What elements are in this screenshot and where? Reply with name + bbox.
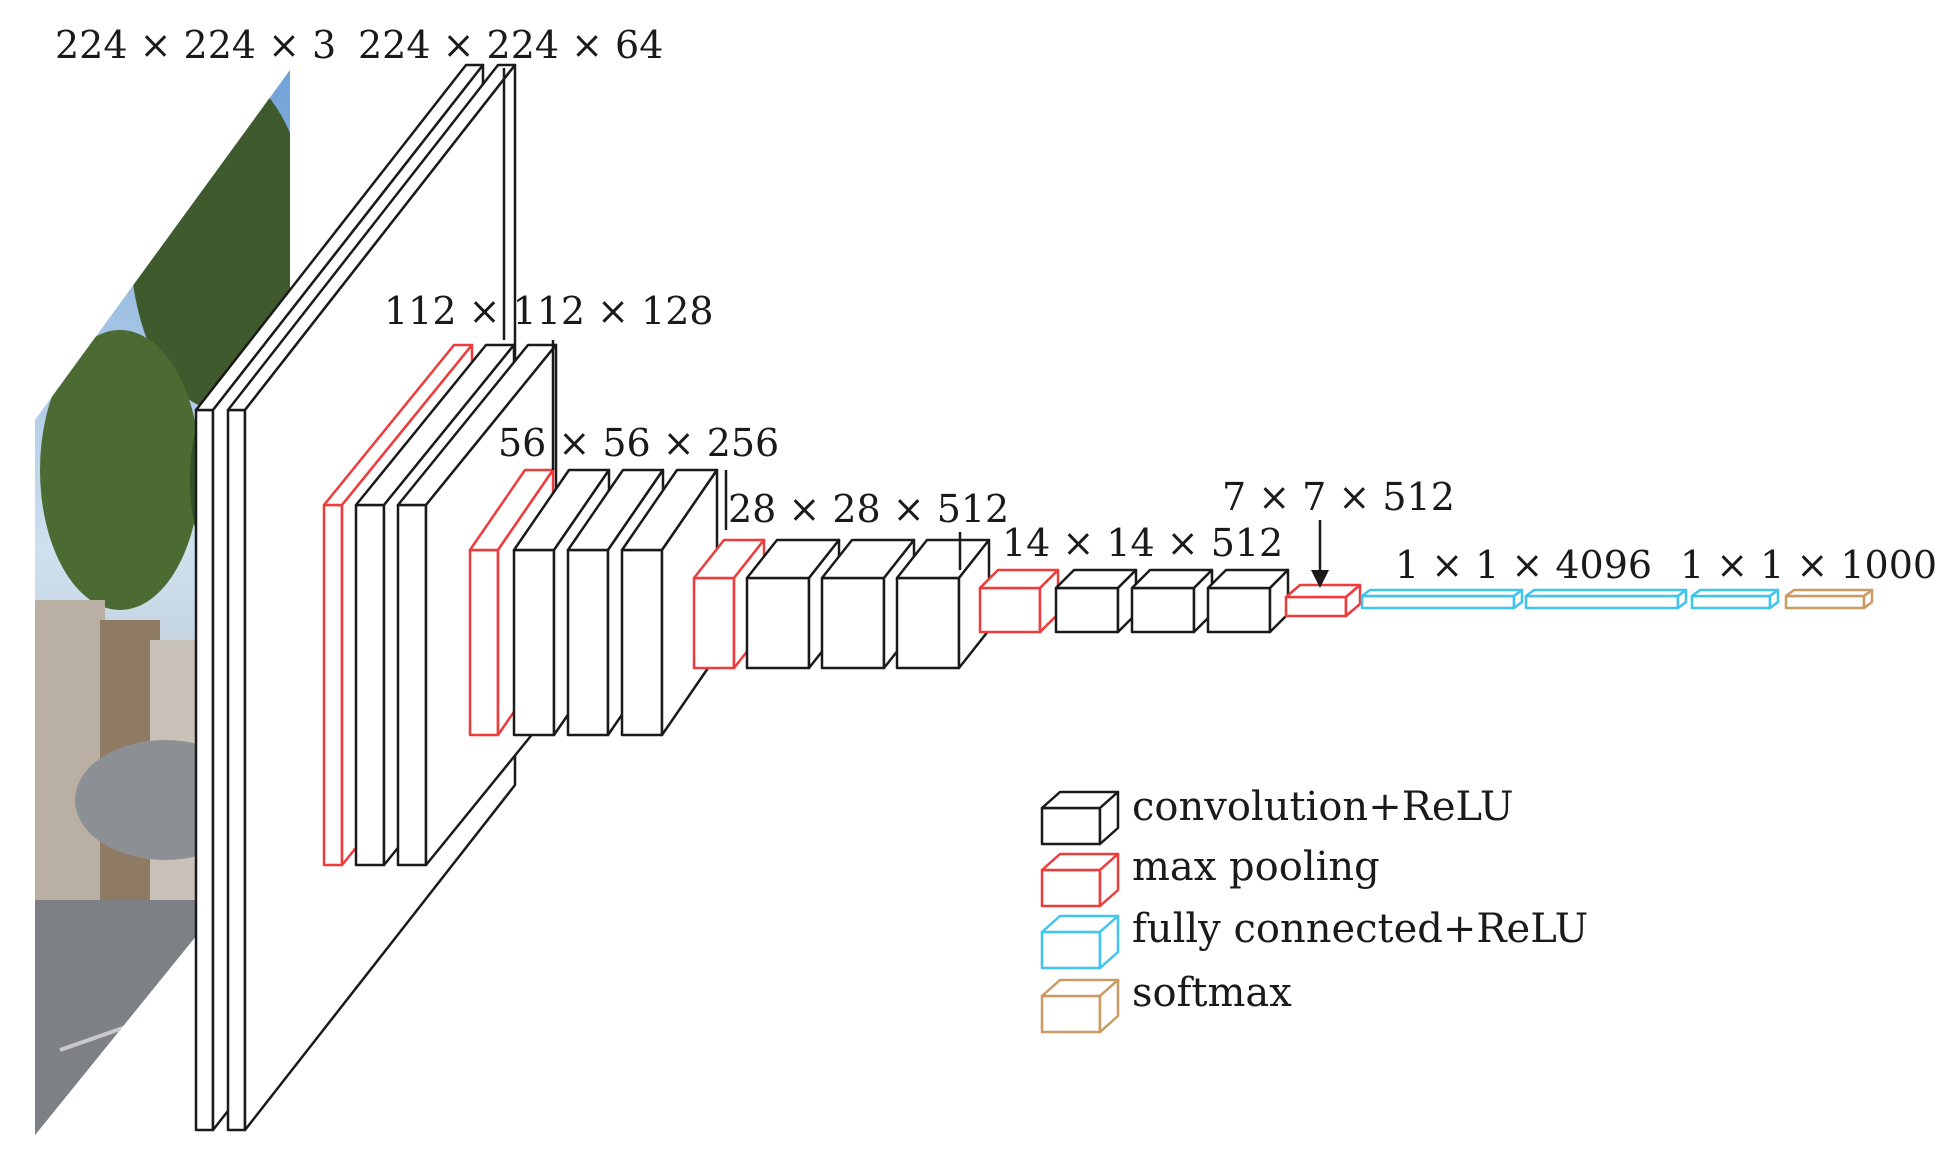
- pool-block-4: [978, 568, 1060, 634]
- label-block2: 112 × 112 × 128: [384, 289, 714, 333]
- legend-pool-icon: [1040, 852, 1120, 908]
- fc-block-2: [1524, 588, 1688, 610]
- legend-softmax-icon: [1040, 978, 1120, 1034]
- conv-block-5b: [1130, 568, 1214, 634]
- legend-fc-icon: [1040, 914, 1120, 970]
- legend-label-pool: max pooling: [1132, 844, 1380, 890]
- legend: convolution+ReLU max pooling fully conne…: [1040, 784, 1588, 1034]
- connectors: [502, 68, 962, 570]
- layer-blocks: [194, 63, 1874, 1132]
- label-fc: 1 × 1 × 4096: [1395, 543, 1652, 587]
- label-pool5: 7 × 7 × 512: [1222, 475, 1455, 519]
- legend-label-conv: convolution+ReLU: [1132, 784, 1514, 830]
- label-block3: 56 × 56 × 256: [498, 421, 779, 465]
- label-input: 224 × 224 × 3: [55, 23, 336, 67]
- fc-block-3: [1690, 588, 1780, 610]
- pointer-arrow: [1311, 520, 1329, 588]
- legend-conv-icon: [1040, 790, 1120, 846]
- label-block1: 224 × 224 × 64: [358, 23, 663, 67]
- legend-label-fc: fully connected+ReLU: [1132, 906, 1588, 952]
- conv-block-5a: [1054, 568, 1138, 634]
- label-block5: 14 × 14 × 512: [1002, 521, 1283, 565]
- label-block4: 28 × 28 × 512: [728, 487, 1009, 531]
- legend-icons: [1040, 790, 1120, 1034]
- legend-label-softmax: softmax: [1132, 970, 1292, 1016]
- label-out: 1 × 1 × 1000: [1680, 543, 1937, 587]
- conv-block-5c: [1206, 568, 1290, 634]
- pool-block-5: [1284, 583, 1362, 618]
- conv-block-4c: [895, 538, 991, 670]
- softmax-block: [1784, 588, 1874, 610]
- fc-block-1: [1360, 588, 1524, 610]
